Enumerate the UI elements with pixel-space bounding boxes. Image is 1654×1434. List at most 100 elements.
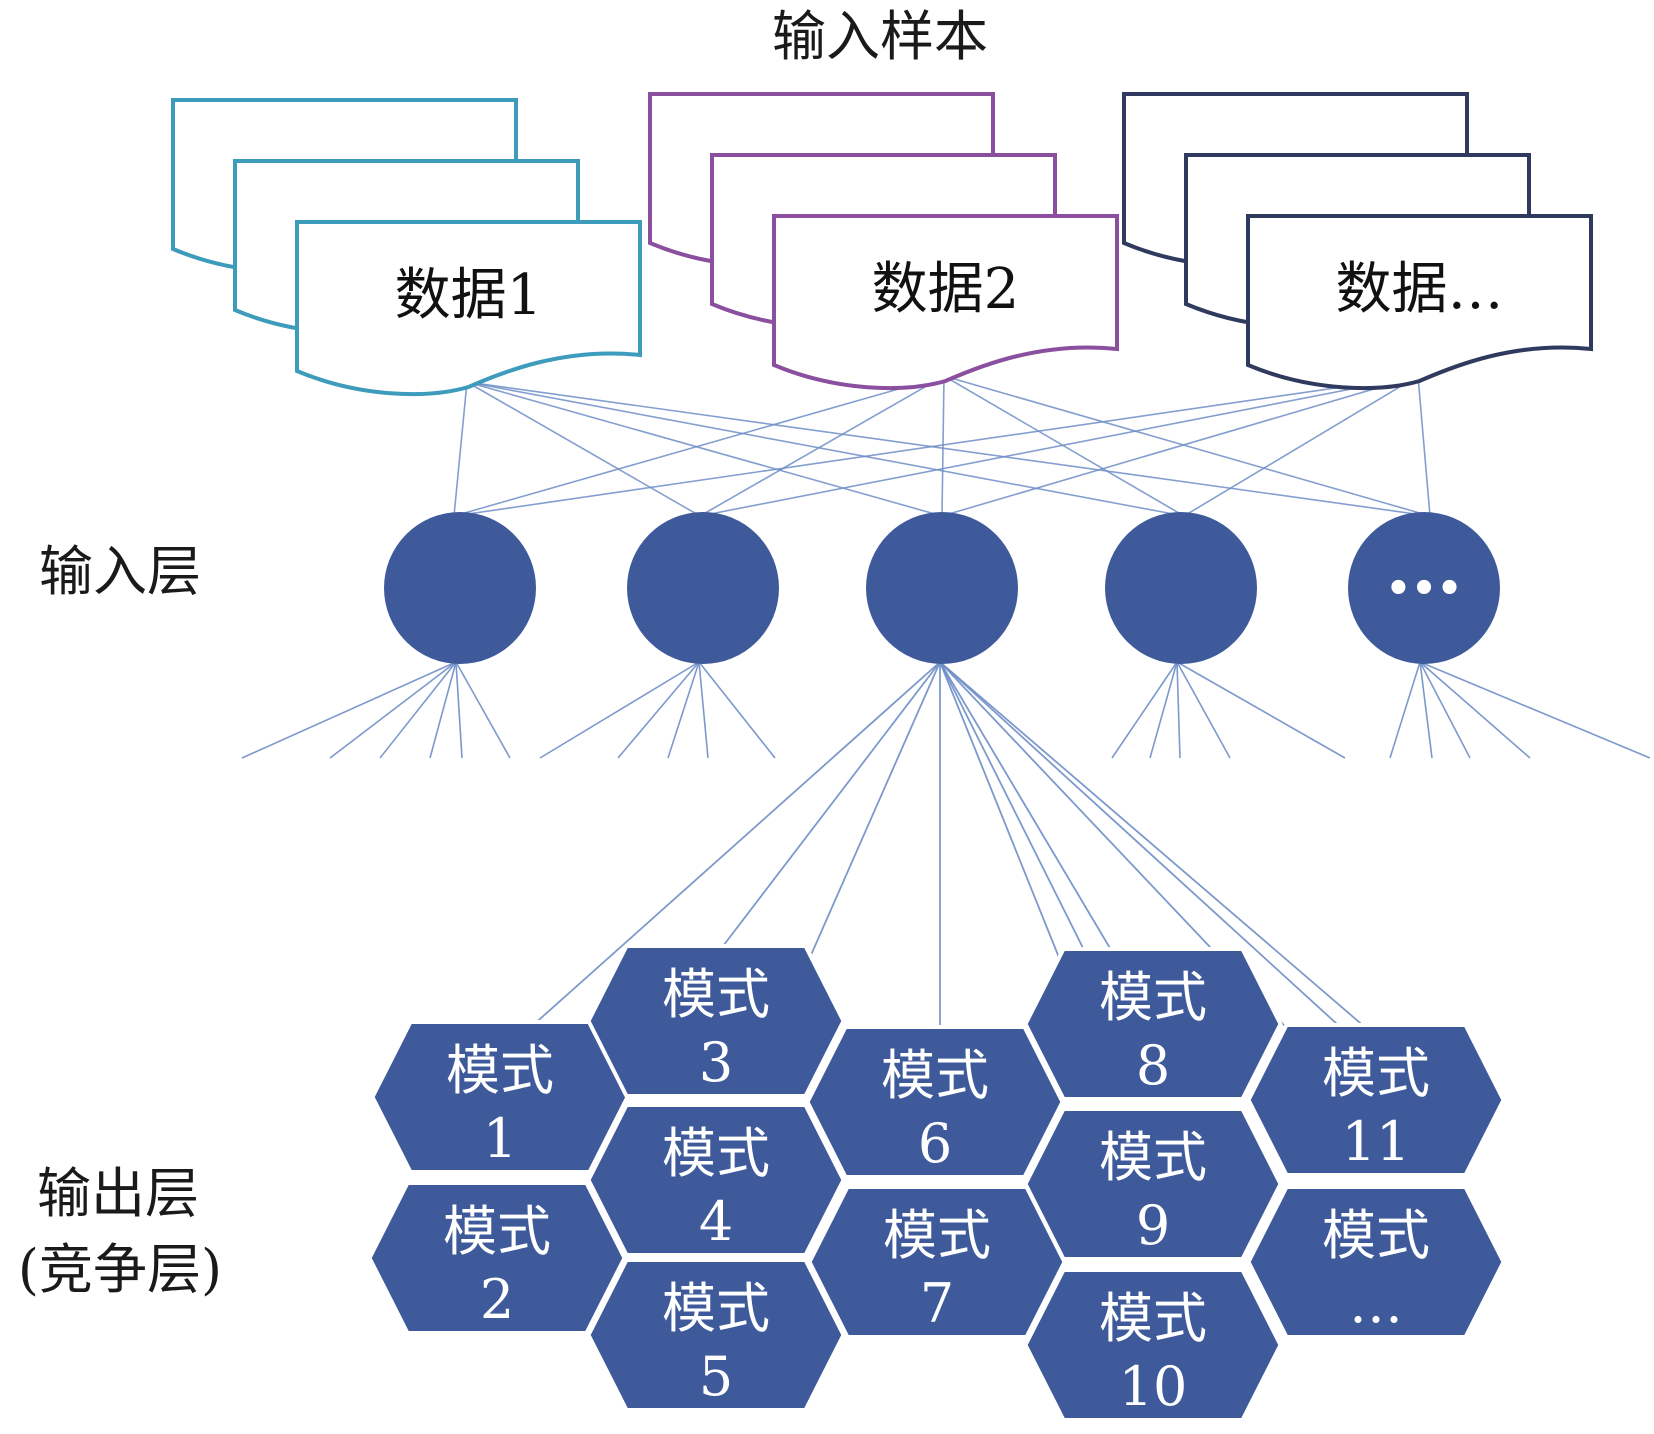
input-to-pattern-link bbox=[939, 661, 1361, 1046]
input-node-circle bbox=[627, 512, 779, 664]
pattern-cell: 模式4 bbox=[586, 1103, 846, 1257]
input-to-pattern-link bbox=[799, 661, 941, 981]
input-fan-link bbox=[698, 661, 709, 759]
sample-to-input-link bbox=[453, 381, 468, 517]
input-node bbox=[627, 512, 779, 664]
pattern-cell: 模式… bbox=[1246, 1185, 1506, 1339]
pattern-id: 3 bbox=[699, 1031, 733, 1094]
input-fan-link bbox=[1176, 661, 1346, 759]
input-node: ••• bbox=[1348, 512, 1500, 664]
connection-lines bbox=[241, 375, 1651, 1046]
sample-to-input-link bbox=[453, 375, 945, 517]
input-fan-link bbox=[698, 661, 776, 759]
sample-to-input-link bbox=[466, 381, 701, 517]
input-fan-link bbox=[455, 661, 511, 759]
sample-document-sheet bbox=[1246, 214, 1593, 391]
pattern-hexagon bbox=[1246, 1023, 1506, 1177]
sample-to-input-link bbox=[941, 375, 945, 517]
pattern-name: 模式 bbox=[881, 1044, 989, 1107]
sample-document-stack: 数据2 bbox=[648, 92, 1119, 391]
input-node-circle bbox=[866, 512, 1018, 664]
pattern-id: 11 bbox=[1342, 1110, 1411, 1173]
pattern-hexagon bbox=[586, 944, 846, 1098]
sample-document-stack: 数据… bbox=[1122, 92, 1593, 391]
sample-to-input-link bbox=[453, 375, 1419, 517]
pattern-id: 9 bbox=[1136, 1194, 1170, 1257]
pattern-id: 8 bbox=[1136, 1034, 1170, 1097]
input-fan-link bbox=[1419, 661, 1433, 759]
pattern-hexagon bbox=[367, 1181, 627, 1335]
input-node bbox=[384, 512, 536, 664]
pattern-name: 模式 bbox=[1099, 1287, 1207, 1350]
pattern-hexagon bbox=[586, 1103, 846, 1257]
sample-to-input-link bbox=[466, 381, 1185, 517]
input-fan-link bbox=[1176, 661, 1231, 759]
input-node-label: ••• bbox=[1386, 565, 1463, 612]
input-fan-link bbox=[379, 661, 457, 759]
input-node-circle bbox=[1105, 512, 1257, 664]
input-to-pattern-link bbox=[719, 661, 941, 951]
pattern-cell: 模式3 bbox=[586, 944, 846, 1098]
pattern-hexagon bbox=[1023, 1107, 1283, 1261]
input-node-circle bbox=[384, 512, 536, 664]
pattern-name: 模式 bbox=[662, 963, 770, 1026]
input-fan-link bbox=[667, 661, 700, 759]
pattern-id: … bbox=[1349, 1272, 1403, 1335]
sample-document-stack: 数据1 bbox=[171, 98, 642, 397]
input-layer-nodes: ••• bbox=[384, 512, 1500, 664]
input-to-pattern-link bbox=[939, 661, 1061, 961]
sample-label: 数据2 bbox=[872, 257, 1020, 322]
pattern-name: 模式 bbox=[662, 1277, 770, 1340]
input-fan-link bbox=[329, 661, 457, 759]
input-to-pattern-link bbox=[939, 661, 1381, 1041]
pattern-hexagon bbox=[1023, 947, 1283, 1101]
sample-to-input-link bbox=[1417, 375, 1431, 517]
pattern-name: 模式 bbox=[1322, 1204, 1430, 1267]
pattern-cell: 模式2 bbox=[367, 1181, 627, 1335]
sample-label: 数据… bbox=[1336, 257, 1504, 322]
input-node bbox=[866, 512, 1018, 664]
pattern-name: 模式 bbox=[1099, 966, 1207, 1029]
pattern-name: 模式 bbox=[662, 1122, 770, 1185]
input-fan-link bbox=[1176, 661, 1181, 759]
pattern-cell: 模式7 bbox=[807, 1185, 1067, 1339]
input-to-pattern-link bbox=[521, 661, 941, 1036]
pattern-id: 5 bbox=[699, 1345, 733, 1408]
input-fan-link bbox=[1149, 661, 1178, 759]
sample-document-sheet bbox=[772, 214, 1119, 391]
pattern-cell: 模式9 bbox=[1023, 1107, 1283, 1261]
input-fan-link bbox=[455, 661, 463, 759]
input-fan-link bbox=[429, 661, 457, 759]
sample-to-input-link bbox=[699, 375, 1419, 517]
pattern-cell: 模式6 bbox=[805, 1025, 1065, 1179]
diagram-title: 输入样本 bbox=[772, 5, 988, 68]
input-layer-label: 输入层 bbox=[39, 540, 201, 603]
pattern-name: 模式 bbox=[1322, 1042, 1430, 1105]
output-layer-label: 输出层 bbox=[37, 1162, 199, 1225]
sample-to-input-link bbox=[466, 381, 1431, 517]
pattern-hexagon bbox=[586, 1258, 846, 1412]
pattern-hexagon bbox=[1023, 1268, 1283, 1422]
input-fan-link bbox=[1419, 661, 1471, 759]
competition-layer-label: (竞争层) bbox=[18, 1238, 222, 1301]
sample-to-input-link bbox=[943, 375, 1185, 517]
sample-to-input-link bbox=[1183, 375, 1419, 517]
pattern-id: 7 bbox=[920, 1272, 954, 1335]
input-fan-link bbox=[1419, 661, 1531, 759]
pattern-id: 6 bbox=[918, 1112, 952, 1175]
pattern-hexagon bbox=[805, 1025, 1065, 1179]
pattern-name: 模式 bbox=[883, 1204, 991, 1267]
pattern-cell: 模式8 bbox=[1023, 947, 1283, 1101]
input-samples: 数据1 数据2 数据… bbox=[171, 92, 1593, 397]
pattern-id: 2 bbox=[480, 1268, 514, 1331]
input-fan-link bbox=[1419, 661, 1651, 759]
sample-to-input-link bbox=[941, 375, 1419, 517]
sample-to-input-link bbox=[466, 381, 943, 517]
sample-to-input-link bbox=[943, 375, 1431, 517]
pattern-cell: 模式5 bbox=[586, 1258, 846, 1412]
pattern-hexagon bbox=[1246, 1185, 1506, 1339]
input-node-circle bbox=[1348, 512, 1500, 664]
